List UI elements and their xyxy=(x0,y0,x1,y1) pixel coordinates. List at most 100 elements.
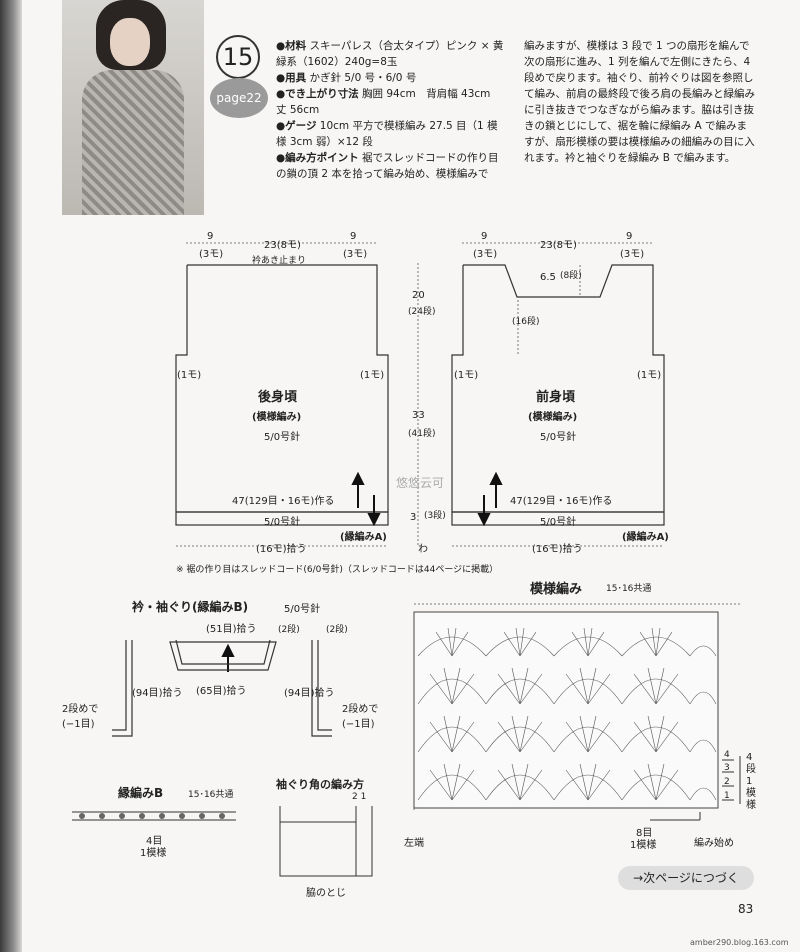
corner-title: 袖ぐり角の編み方 xyxy=(276,778,364,791)
model-photo xyxy=(62,0,204,215)
front-unit-left: (3モ) xyxy=(473,249,498,260)
front-dim-center: 23(8モ) xyxy=(540,240,577,251)
back-dim-center: 23(8モ) xyxy=(264,240,301,251)
pattern-st-count: 8目 xyxy=(636,828,653,839)
book-gutter xyxy=(0,0,22,952)
lower-rows: (41段) xyxy=(408,429,436,439)
back-unit-left: (3モ) xyxy=(199,249,224,260)
row-mark-1: 1 xyxy=(724,791,730,801)
points-label: ●編み方ポイント xyxy=(276,152,359,164)
row-mark-2: 2 xyxy=(724,777,730,787)
edgeB-title: 縁編みB xyxy=(118,786,164,800)
front-neck-depth: 6.5 xyxy=(540,272,556,283)
front-unit-right: (3モ) xyxy=(620,249,645,260)
footnote: ※ 裾の作り目はスレッドコード(6/0号針)（スレッドコードは44ページに掲載） xyxy=(176,565,499,575)
armhole-left-pick: (94目)拾う xyxy=(132,688,183,699)
tools-label: ●用具 xyxy=(276,72,307,84)
armhole-right-pick: (94目)拾う xyxy=(284,688,335,699)
edgeB-subtitle: 15･16共通 xyxy=(188,790,234,800)
edgeB-stitch xyxy=(99,813,105,819)
pattern-left-edge: 左端 xyxy=(404,838,424,849)
size-label: ●でき上がり寸法 xyxy=(276,88,359,100)
back-side-left: (1モ) xyxy=(177,370,202,381)
collar-title: 衿・袖ぐり(縁編みB) xyxy=(132,600,249,614)
front-pickup: (16モ)拾う xyxy=(532,544,583,555)
back-side-right: (1モ) xyxy=(360,370,385,381)
back-subtitle: (模様編み) xyxy=(252,412,302,423)
sweater-shape xyxy=(82,70,184,215)
pattern-subtitle: 15･16共通 xyxy=(606,584,652,594)
collar-neck-pick: (51目)拾う xyxy=(206,624,257,635)
pattern-start: 編み始め xyxy=(694,838,734,849)
back-band xyxy=(175,511,389,526)
back-title: 後身頃 xyxy=(258,390,298,405)
front-side-right: (1モ) xyxy=(637,370,662,381)
page-reference: page22 xyxy=(210,78,268,118)
armhole-left xyxy=(112,640,127,731)
armhole-right xyxy=(317,640,332,731)
back-pickup: (16モ)拾う xyxy=(256,544,307,555)
pattern-st-repeat: 1模様 xyxy=(630,840,657,851)
front-dim-left: 9 xyxy=(481,231,488,242)
footer-url: amber290.blog.163.com xyxy=(690,938,789,947)
front-band xyxy=(451,511,665,526)
edgeB-stitches xyxy=(79,813,225,819)
corner-chart-outline xyxy=(279,806,373,877)
edgeB-stitch xyxy=(179,813,185,819)
front-needle: 5/0号針 xyxy=(540,432,577,443)
front-band-needle: 5/0号針 xyxy=(540,517,577,528)
edgeB-stitch xyxy=(219,813,225,819)
front-subtitle: (模様編み) xyxy=(528,412,578,423)
front-body-outline xyxy=(451,264,665,513)
row-mark-3: 3 xyxy=(724,763,730,773)
gauge-text: 10cm 平方で模様編み 27.5 目（1 模様 3cm 弱）×12 段 xyxy=(276,120,498,148)
band-height: 3 xyxy=(410,512,417,523)
upper-rows: (24段) xyxy=(408,307,436,317)
back-needle: 5/0号針 xyxy=(264,432,301,443)
next-page-button[interactable]: →次ページにつづく xyxy=(618,866,754,890)
back-band-needle: 5/0号針 xyxy=(264,517,301,528)
front-dim-right: 9 xyxy=(626,231,633,242)
armhole-left-dec: 2段めで(−1目) xyxy=(62,704,99,730)
edgeB-stitch xyxy=(199,813,205,819)
gauge-label: ●ゲージ xyxy=(276,120,317,132)
upper-height: 20 xyxy=(412,290,425,301)
watermark: 悠悠云可 xyxy=(396,476,445,490)
edgeB-repeat: 1模様 xyxy=(140,848,167,859)
front-side-left: (1モ) xyxy=(454,370,479,381)
wa-label: わ xyxy=(418,544,428,555)
pattern-chart xyxy=(413,611,719,809)
back-unit-right: (3モ) xyxy=(343,249,368,260)
back-dim-left: 9 xyxy=(207,231,214,242)
points-text: 裾でスレッドコードの作り目の鎖の頂 2 本を拾って編み始め、模様編みで xyxy=(276,152,499,180)
tools-text: かぎ針 5/0 号・6/0 号 xyxy=(309,72,417,84)
collar-rows-left: (2段) xyxy=(278,625,300,635)
edgeB-count: 4目 xyxy=(146,836,163,847)
pattern-title: 模様編み xyxy=(530,582,583,597)
back-band-label: (縁編みA) xyxy=(340,532,387,543)
row-mark-4: 4 xyxy=(724,750,730,760)
edgeB-stitch xyxy=(159,813,165,819)
armhole-right-dec: 2段めで(−1目) xyxy=(342,704,379,730)
collar-front-pick: (65目)拾う xyxy=(196,686,247,697)
edgeB-stitch xyxy=(79,813,85,819)
back-dim-right: 9 xyxy=(350,231,357,242)
corner-row-labels: 2 1 xyxy=(352,792,367,802)
front-neck-rows: (8段) xyxy=(560,271,582,281)
page-number: 83 xyxy=(738,902,754,916)
pattern-row-repeat: 4段1模様 xyxy=(746,752,756,811)
front-chain: 47(129目・16モ)作る xyxy=(510,496,613,507)
edgeB-stitch xyxy=(139,813,145,819)
corner-side-join: 脇のとじ xyxy=(306,888,346,899)
materials-label: ●材料 xyxy=(276,40,307,52)
front-title: 前身頃 xyxy=(536,390,576,405)
shoulder-rows: (16段) xyxy=(512,317,540,327)
collar-needle: 5/0号針 xyxy=(284,604,321,615)
back-neck-label: 衿あき止まり xyxy=(252,256,307,266)
collar-neck-shape xyxy=(169,641,277,671)
spec-block: ●材料 スキーパレス（合太タイプ）ピンク × 黄緑系（1602）240g=8玉 … xyxy=(276,38,506,182)
back-chain: 47(129目・16モ)作る xyxy=(232,496,335,507)
band-rows: (3段) xyxy=(424,511,446,521)
